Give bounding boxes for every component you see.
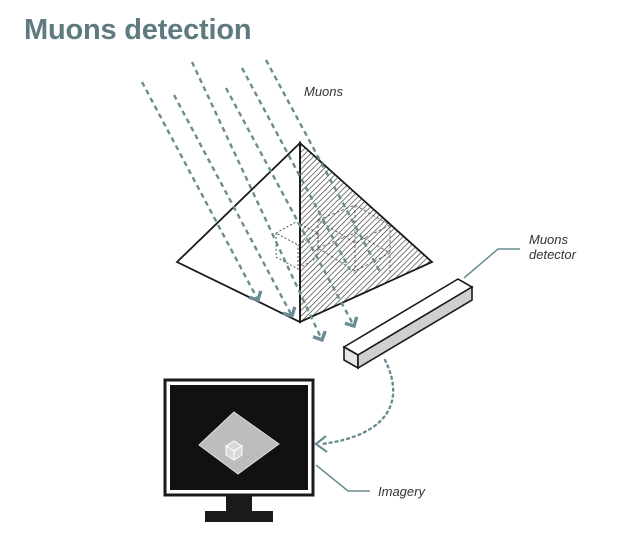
data-transfer-arrow [320, 358, 395, 446]
imagery-leader-line [315, 464, 370, 492]
screen-chamber-image [225, 440, 243, 461]
pyramid-icon [175, 140, 434, 324]
data-transfer-arrowhead [314, 435, 328, 453]
detector-leader-line [463, 248, 520, 279]
imagery-label: Imagery [378, 484, 426, 499]
detector-bar-icon [342, 278, 474, 370]
detector-label-line1: Muons [529, 232, 569, 247]
monitor-icon [163, 378, 315, 522]
detector-label-line2: detector [529, 247, 577, 262]
muons-label: Muons [304, 84, 344, 99]
screen-pyramid-image [198, 411, 280, 475]
page-title: Muons detection [24, 14, 252, 46]
muon-arrows [140, 59, 382, 343]
